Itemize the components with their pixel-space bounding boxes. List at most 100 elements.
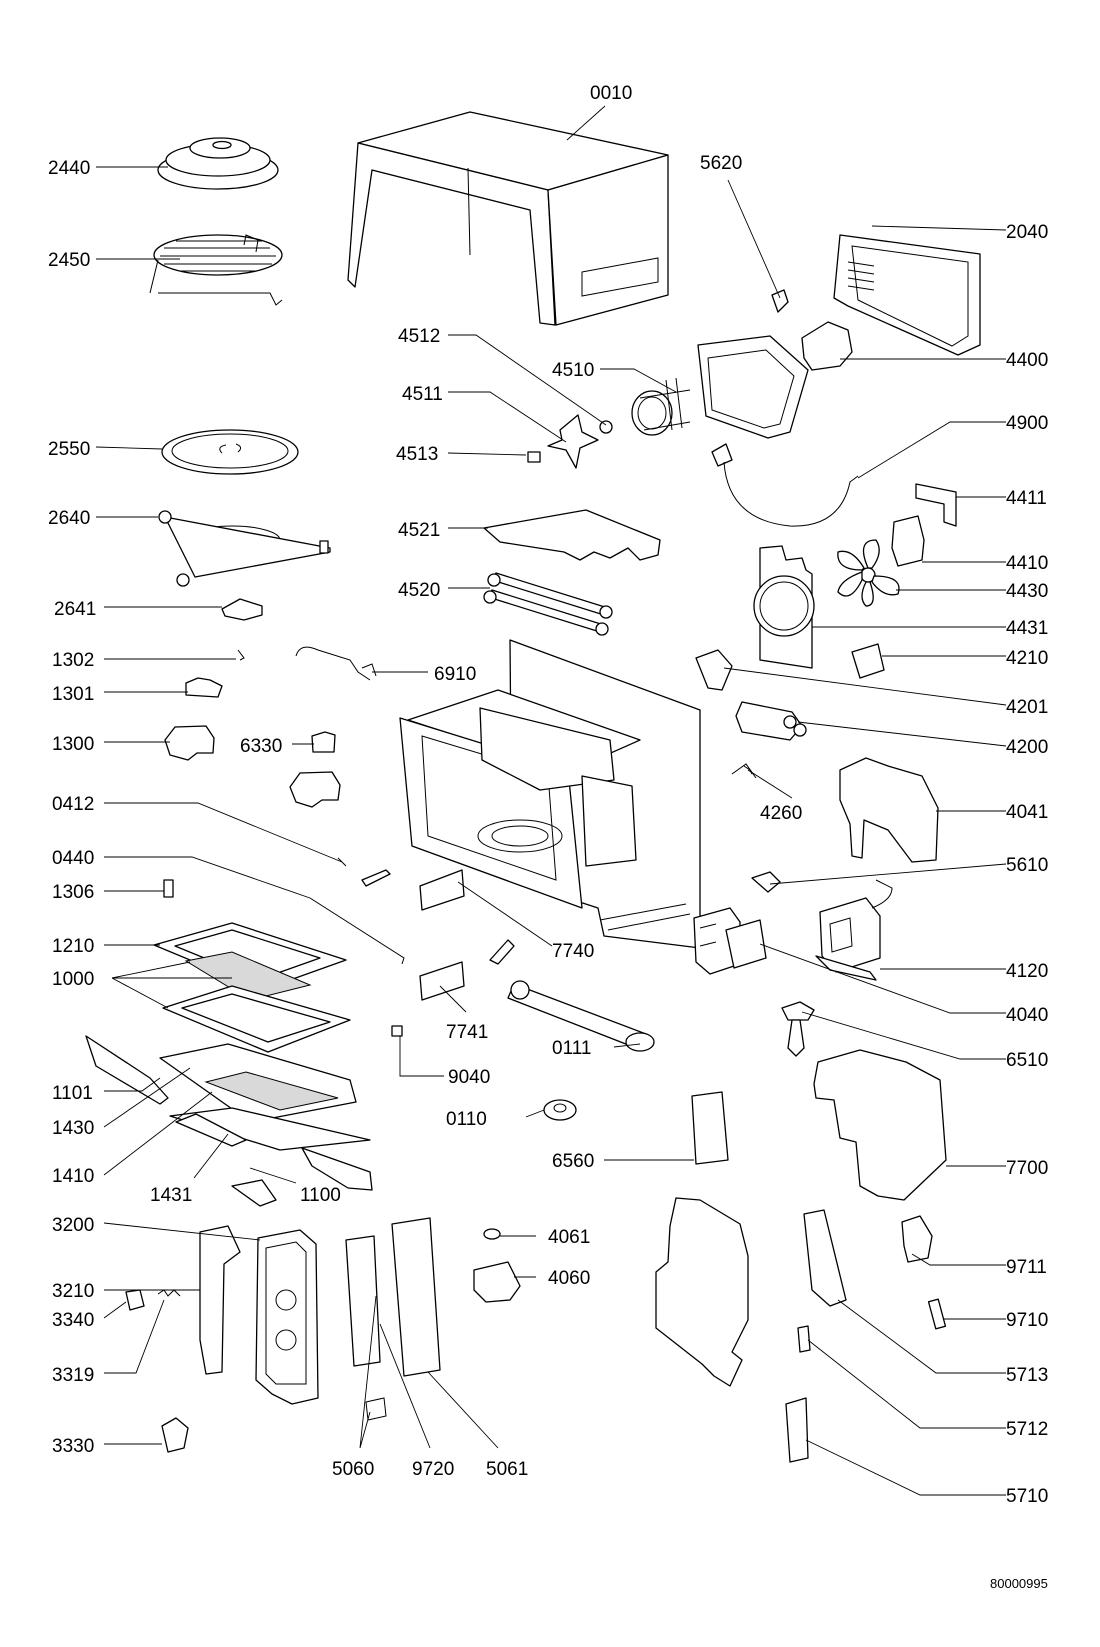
switch-bracket-part <box>164 725 215 761</box>
callout-label: 1306 <box>52 882 94 903</box>
stirrer-coupling-part <box>631 377 691 436</box>
callout-label: 5060 <box>332 1459 374 1480</box>
callout-label: 1000 <box>52 969 94 990</box>
microswitch-part <box>311 731 336 753</box>
grill-rack-part <box>149 234 283 306</box>
control-panel-cover-part <box>199 1225 241 1375</box>
callout-label: 4431 <box>1006 618 1048 639</box>
callout-label: 2450 <box>48 250 90 271</box>
callout-label: 4411 <box>1006 488 1047 509</box>
callout-label: 4120 <box>1006 961 1048 982</box>
callout-label: 0110 <box>446 1109 487 1130</box>
motor-washer-part <box>483 1228 501 1240</box>
callout-label: 3200 <box>52 1215 94 1236</box>
callout-label: 2440 <box>48 158 90 179</box>
mica-plate-lower-part <box>419 961 465 1001</box>
callout-label: 1410 <box>52 1166 94 1187</box>
door-sensor-frame-part <box>803 1209 847 1307</box>
fan-blade-part <box>837 539 900 607</box>
callout-label: 4512 <box>398 326 440 347</box>
callout-label: 9040 <box>448 1067 490 1088</box>
pcb-connector-part <box>365 1397 387 1421</box>
callout-label: 4400 <box>1006 350 1048 371</box>
callout-label: 4041 <box>1006 802 1048 823</box>
callout-label: 4201 <box>1006 697 1048 718</box>
hv-capacitor-part <box>735 701 807 741</box>
callout-label: 4510 <box>552 360 594 381</box>
callout-label: 4520 <box>398 580 440 601</box>
callout-label: 1430 <box>52 1118 94 1139</box>
callout-label: 1302 <box>52 650 94 671</box>
callout-label: 6330 <box>240 736 282 757</box>
rear-bracket-part <box>813 1049 947 1201</box>
latch-hook-part <box>489 939 515 965</box>
callout-label: 4900 <box>1006 413 1048 434</box>
callout-label: 1210 <box>52 936 94 957</box>
callout-label: 1301 <box>52 684 94 705</box>
part-drawings <box>85 111 981 1463</box>
thermal-cutout-part <box>751 871 781 893</box>
callout-label: 3340 <box>52 1310 94 1331</box>
callout-label: 4200 <box>1006 737 1048 758</box>
callout-label: 2550 <box>48 439 90 460</box>
callout-label: 4040 <box>1006 1005 1048 1026</box>
callout-label: 4511 <box>402 384 443 405</box>
callout-label: 5713 <box>1006 1365 1048 1386</box>
grill-clip-part <box>771 289 789 313</box>
callout-label: 5061 <box>486 1459 528 1480</box>
turntable-arm-part <box>507 980 655 1052</box>
callout-label: 2640 <box>48 508 90 529</box>
document-number: 80000995 <box>990 1576 1048 1591</box>
callout-label: 1100 <box>300 1185 341 1206</box>
door-rod-part <box>309 897 405 965</box>
interlock-block-part <box>785 1397 809 1463</box>
transformer-lower-part <box>693 907 767 975</box>
callout-label: 1431 <box>150 1185 192 1206</box>
callout-label: 0412 <box>52 794 94 815</box>
roller-ring-part <box>158 510 331 587</box>
fan-motor-part <box>891 515 925 567</box>
callout-label: 3319 <box>52 1365 94 1386</box>
heater-cover-part <box>483 509 661 561</box>
callout-label: 4521 <box>398 520 440 541</box>
insulation-plate-part <box>691 1091 729 1165</box>
switch-pin-part <box>237 649 245 661</box>
callout-label: 3330 <box>52 1436 94 1457</box>
capacitor-part <box>851 643 885 679</box>
switch-block-part <box>161 1417 189 1453</box>
browning-dish-part <box>157 137 279 190</box>
lamp-part <box>781 1001 815 1057</box>
callout-label: 6910 <box>434 664 476 685</box>
mica-plate-part <box>419 869 465 911</box>
callout-label: 0010 <box>590 83 632 104</box>
fuse-holder-part <box>901 1215 933 1263</box>
callout-label: 5620 <box>700 153 742 174</box>
hv-diode-part <box>731 763 757 779</box>
latch-lever-part <box>361 869 391 887</box>
leader-lines <box>95 105 1007 1496</box>
callout-label: 1300 <box>52 734 94 755</box>
callout-label: 9711 <box>1006 1257 1047 1278</box>
grill-motor-part <box>801 321 853 371</box>
power-pcb-part <box>391 1217 441 1377</box>
callout-label: 2641 <box>54 599 96 620</box>
control-frame-part <box>655 1197 749 1387</box>
waveguide-frame-part <box>697 335 809 439</box>
fan-duct-part <box>753 545 815 669</box>
heater-element-part <box>483 572 613 636</box>
fan-bracket-part <box>915 483 957 527</box>
door-assembly-part <box>85 922 373 1207</box>
callout-label: 4060 <box>548 1268 590 1289</box>
callout-label: 6510 <box>1006 1050 1048 1071</box>
switch-holder-part <box>185 677 223 698</box>
outer-cabinet-part <box>347 111 669 326</box>
callout-label: 5712 <box>1006 1419 1048 1440</box>
callout-label: 1101 <box>52 1083 93 1104</box>
callout-label: 5610 <box>1006 855 1048 876</box>
display-pcb-part <box>345 1235 381 1367</box>
callout-label: 0111 <box>552 1038 591 1059</box>
coupler-part <box>221 598 263 621</box>
turntable-motor-part <box>473 1261 521 1303</box>
turntable-plate-part <box>161 429 299 475</box>
